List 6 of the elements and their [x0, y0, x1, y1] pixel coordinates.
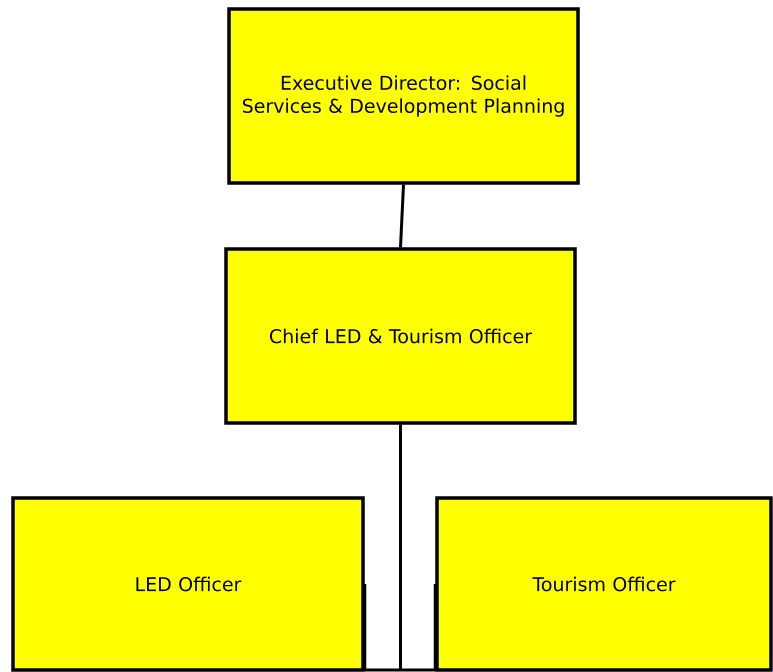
- org-box: Chief LED & Tourism Officer: [224, 247, 577, 425]
- connector-line: [399, 424, 437, 672]
- org-box: Tourism Officer: [435, 496, 773, 672]
- org-box: LED Officer: [11, 496, 365, 672]
- connector-line: [399, 184, 405, 248]
- org-box: Executive Director: Social Services & Development Planning: [227, 7, 580, 185]
